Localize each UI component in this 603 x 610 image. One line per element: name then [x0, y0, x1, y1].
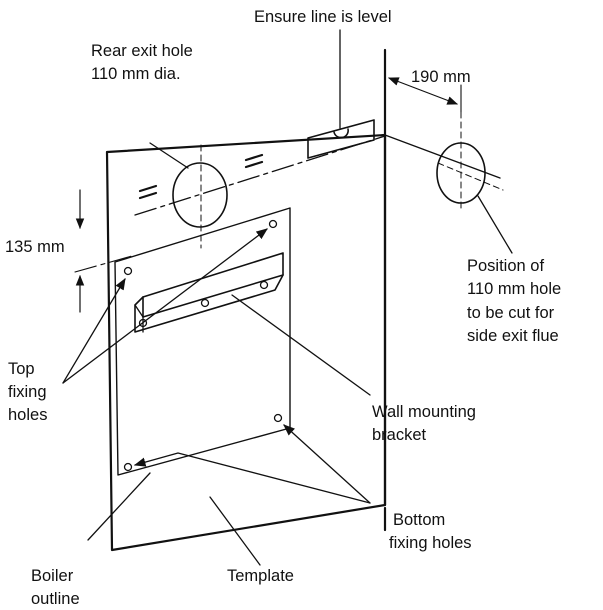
- svg-text:Boiler: Boiler: [31, 567, 74, 585]
- label-boiler-outline: Boiler outline: [31, 567, 80, 608]
- label-ensure-level: Ensure line is level: [254, 8, 392, 26]
- spirit-level: [307, 119, 375, 159]
- svg-text:side exit flue: side exit flue: [467, 327, 559, 345]
- side-exit-hole: [436, 111, 513, 254]
- bottom-fixing-holes: [123, 413, 371, 504]
- label-top-fixing-holes: Top fixing holes: [8, 360, 47, 424]
- label-135-mm: 135 mm: [5, 238, 65, 256]
- svg-text:110 mm hole: 110 mm hole: [467, 280, 561, 298]
- wall-mounting-bracket: [134, 252, 371, 396]
- svg-text:bracket: bracket: [372, 426, 427, 444]
- svg-text:Wall mounting: Wall mounting: [372, 403, 476, 421]
- svg-text:fixing holes: fixing holes: [389, 534, 472, 552]
- svg-text:fixing: fixing: [8, 383, 47, 401]
- label-template: Template: [227, 567, 294, 585]
- slot-marks: [138, 153, 264, 200]
- svg-text:110 mm dia.: 110 mm dia.: [91, 65, 181, 83]
- rear-exit-hole: [149, 142, 228, 249]
- svg-text:holes: holes: [8, 406, 47, 424]
- label-rear-exit-hole: Rear exit hole 110 mm dia.: [91, 42, 193, 83]
- boiler-outline-leader: [87, 472, 151, 541]
- dimension-135: [74, 189, 133, 313]
- label-bottom-fixing-holes: Bottom fixing holes: [389, 511, 472, 552]
- svg-text:to be cut for: to be cut for: [467, 304, 555, 322]
- label-side-exit-hole: Position of 110 mm hole to be cut for si…: [467, 257, 561, 345]
- svg-text:Rear exit hole: Rear exit hole: [91, 42, 193, 60]
- top-fixing-holes: [62, 219, 278, 384]
- dimension-190: [387, 77, 462, 113]
- svg-text:Top: Top: [8, 360, 35, 378]
- svg-text:outline: outline: [31, 590, 80, 608]
- template-leader: [209, 496, 261, 566]
- svg-text:Bottom: Bottom: [393, 511, 445, 529]
- svg-text:Position of: Position of: [467, 257, 544, 275]
- label-wall-mounting-bracket: Wall mounting bracket: [372, 403, 476, 444]
- label-190-mm: 190 mm: [411, 68, 471, 86]
- boiler-outline: [114, 207, 291, 476]
- template-panel: [105, 133, 387, 552]
